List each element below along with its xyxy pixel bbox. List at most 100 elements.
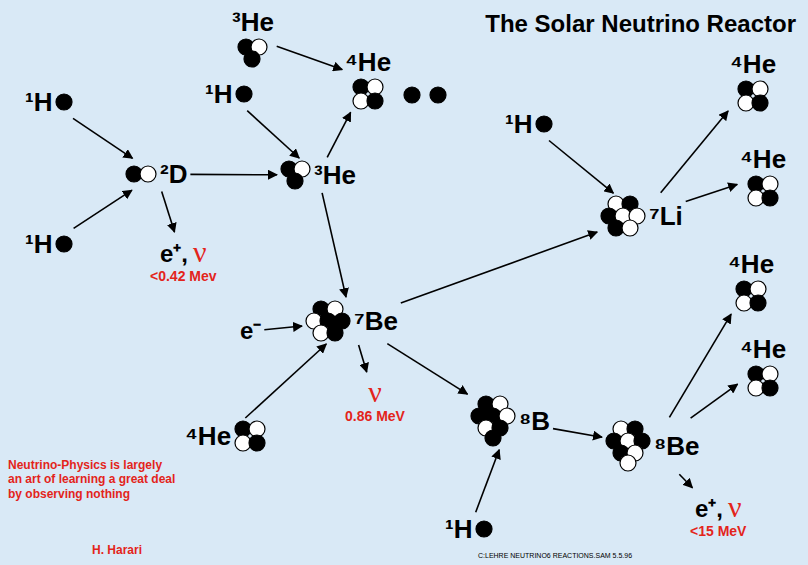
proton-ball bbox=[56, 94, 72, 110]
reaction-arrow bbox=[691, 384, 738, 418]
nucleus-node: ⁴He bbox=[345, 48, 391, 110]
nucleus-label: ²D bbox=[160, 160, 187, 189]
nucleus-node: ¹H bbox=[505, 110, 553, 139]
nucleus-symbol bbox=[535, 115, 553, 133]
energy-label: <15 MeV bbox=[690, 524, 746, 539]
reaction-arrow bbox=[264, 326, 302, 330]
particle-node: e⁻ bbox=[240, 318, 261, 344]
neutron-ball bbox=[620, 455, 636, 471]
nucleus-label: ⁴He bbox=[185, 422, 231, 451]
particle-label: e⁺, bbox=[695, 496, 723, 522]
proton-ball bbox=[762, 190, 778, 206]
reaction-arrow bbox=[669, 314, 731, 417]
proton-ball bbox=[56, 236, 72, 252]
nucleus-label: ¹H bbox=[205, 80, 232, 109]
nucleus-label: ³He bbox=[314, 161, 356, 190]
nucleus-label: ⁸B bbox=[519, 407, 550, 436]
reaction-arrow bbox=[476, 450, 500, 512]
nucleus-symbol bbox=[747, 175, 779, 207]
proton-ball bbox=[476, 521, 492, 537]
reaction-arrow bbox=[553, 429, 602, 438]
nucleus-label: ⁴He bbox=[345, 48, 391, 77]
nucleus-label: ⁴He bbox=[740, 335, 786, 364]
nucleus-symbol bbox=[237, 38, 268, 68]
nucleus-symbol bbox=[737, 80, 769, 112]
nucleus-label: ⁷Be bbox=[354, 307, 398, 336]
nucleus-node: ¹H bbox=[445, 515, 493, 544]
nucleus-node: ⁸Be bbox=[605, 420, 700, 472]
file-tag: C:LEHRE NEUTRINO6 REACTIONS.SAM 5.5.96 bbox=[478, 552, 632, 560]
nucleus-symbol bbox=[55, 93, 73, 111]
nucleus-node: ⁴He bbox=[730, 50, 776, 112]
reaction-arrow bbox=[549, 141, 613, 194]
reaction-arrow bbox=[162, 192, 175, 233]
nucleus-label: ¹H bbox=[445, 515, 472, 544]
proton-ball bbox=[762, 380, 778, 396]
proton-ball bbox=[249, 435, 265, 451]
proton-dot bbox=[430, 87, 446, 103]
nucleus-label: ⁴He bbox=[728, 250, 774, 279]
nucleus-node: ²D bbox=[125, 160, 187, 189]
nucleus-node: ⁴He bbox=[740, 335, 786, 397]
nucleus-label: ⁷Li bbox=[649, 202, 683, 231]
reaction-arrow bbox=[387, 344, 467, 395]
reaction-arrow bbox=[73, 118, 133, 158]
neutrino-symbol: ν bbox=[728, 490, 742, 523]
nucleus-node: ⁷Li bbox=[600, 195, 683, 237]
reaction-arrow bbox=[277, 46, 343, 69]
proton-ball bbox=[287, 173, 303, 189]
proton-ball bbox=[485, 430, 501, 446]
reaction-arrow bbox=[74, 190, 132, 228]
nucleus-label: ¹H bbox=[505, 110, 532, 139]
nucleus-symbol bbox=[735, 280, 767, 312]
particle-node: e⁺,ν<0.42 Mev bbox=[150, 235, 217, 284]
neutron-ball bbox=[140, 166, 156, 182]
reaction-arrow bbox=[661, 111, 728, 193]
particle-label: e⁺, bbox=[160, 241, 188, 267]
nucleus-symbol bbox=[305, 300, 351, 342]
particle-node: ν0.86 MeV bbox=[345, 375, 405, 424]
nucleus-symbol bbox=[234, 420, 266, 452]
nucleus-node: ⁷Be bbox=[305, 300, 398, 342]
nucleus-node: ¹H bbox=[25, 88, 73, 117]
proton-ball bbox=[750, 295, 766, 311]
particle-row: e⁺,ν bbox=[695, 490, 742, 523]
nucleus-symbol bbox=[125, 165, 157, 183]
nucleus-symbol bbox=[747, 365, 779, 397]
proton-ball bbox=[236, 86, 252, 102]
nucleus-symbol bbox=[600, 195, 646, 237]
nucleus-symbol bbox=[470, 395, 516, 447]
nucleus-label: ¹H bbox=[25, 230, 52, 259]
nucleus-node: ³He bbox=[280, 160, 356, 190]
nucleus-symbol bbox=[475, 520, 493, 538]
nucleus-label: ⁸Be bbox=[654, 432, 700, 461]
proton-dot bbox=[404, 87, 420, 103]
proton-ball bbox=[752, 95, 768, 111]
quote-author: H. Harari bbox=[92, 543, 262, 557]
reaction-arrow bbox=[359, 345, 367, 372]
nucleus-node: ⁴He bbox=[728, 250, 774, 312]
reaction-arrow bbox=[247, 111, 299, 158]
neutrino-symbol: ν bbox=[368, 375, 382, 408]
nucleus-label: ¹H bbox=[25, 88, 52, 117]
nucleus-label: ⁴He bbox=[740, 145, 786, 174]
reaction-arrow bbox=[401, 232, 597, 303]
nucleus-node: ⁴He bbox=[740, 145, 786, 207]
nucleus-symbol bbox=[235, 85, 253, 103]
particle-label: e⁻ bbox=[240, 318, 261, 344]
reaction-arrow bbox=[327, 112, 350, 157]
reaction-arrow bbox=[245, 344, 326, 418]
reaction-arrow bbox=[322, 193, 346, 297]
diagram-title: The Solar Neutrino Reactor bbox=[485, 10, 796, 38]
reaction-arrow bbox=[190, 174, 277, 176]
nucleus-symbol bbox=[352, 78, 384, 110]
nucleus-symbol bbox=[280, 160, 311, 190]
nucleus-node: ¹H bbox=[205, 80, 253, 109]
neutron-ball bbox=[622, 220, 638, 236]
quote-note: Neutrino-Physics is largely an art of le… bbox=[8, 458, 178, 501]
nucleus-symbol bbox=[55, 235, 73, 253]
reaction-arrow bbox=[679, 474, 692, 488]
neutrino-symbol: ν bbox=[193, 235, 207, 268]
energy-label: 0.86 MeV bbox=[345, 409, 405, 424]
